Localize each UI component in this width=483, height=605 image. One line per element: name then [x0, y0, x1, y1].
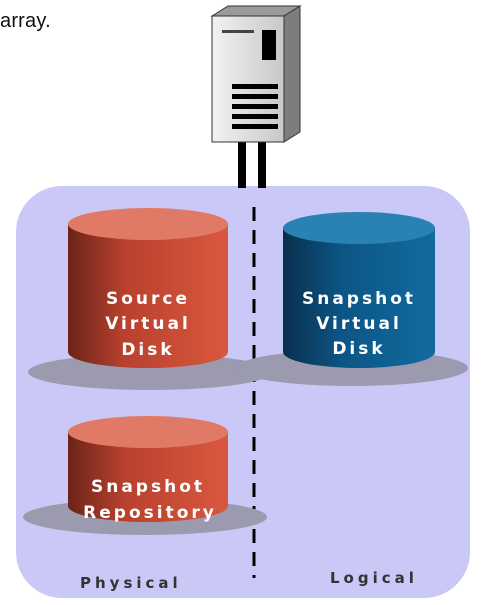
source-disk-label-1: Source: [106, 289, 190, 309]
source-disk-label-2: Virtual: [105, 314, 191, 334]
source-disk-shadow: [28, 354, 272, 390]
snapshot-virtual-disk-cylinder: Snapshot Virtual Disk: [283, 212, 435, 368]
cable-left: [238, 140, 246, 188]
zone-label-logical: Logical: [330, 569, 418, 587]
snapshot-disk-label-3: Disk: [332, 339, 385, 359]
source-virtual-disk-cylinder: Source Virtual Disk: [68, 208, 228, 368]
snapshot-repository-cylinder: Snapshot Repository: [68, 416, 228, 523]
text-fragment: array.: [0, 10, 51, 32]
source-disk-label-3: Disk: [121, 340, 174, 360]
repository-label-1: Snapshot: [91, 477, 205, 497]
snapshot-disk-label-2: Virtual: [316, 314, 402, 334]
zone-label-physical: Physical: [80, 574, 182, 592]
repository-label-2: Repository: [83, 503, 217, 523]
snapshot-disk-label-1: Snapshot: [302, 289, 416, 309]
cable-right: [258, 140, 266, 188]
server-icon: [210, 5, 302, 143]
